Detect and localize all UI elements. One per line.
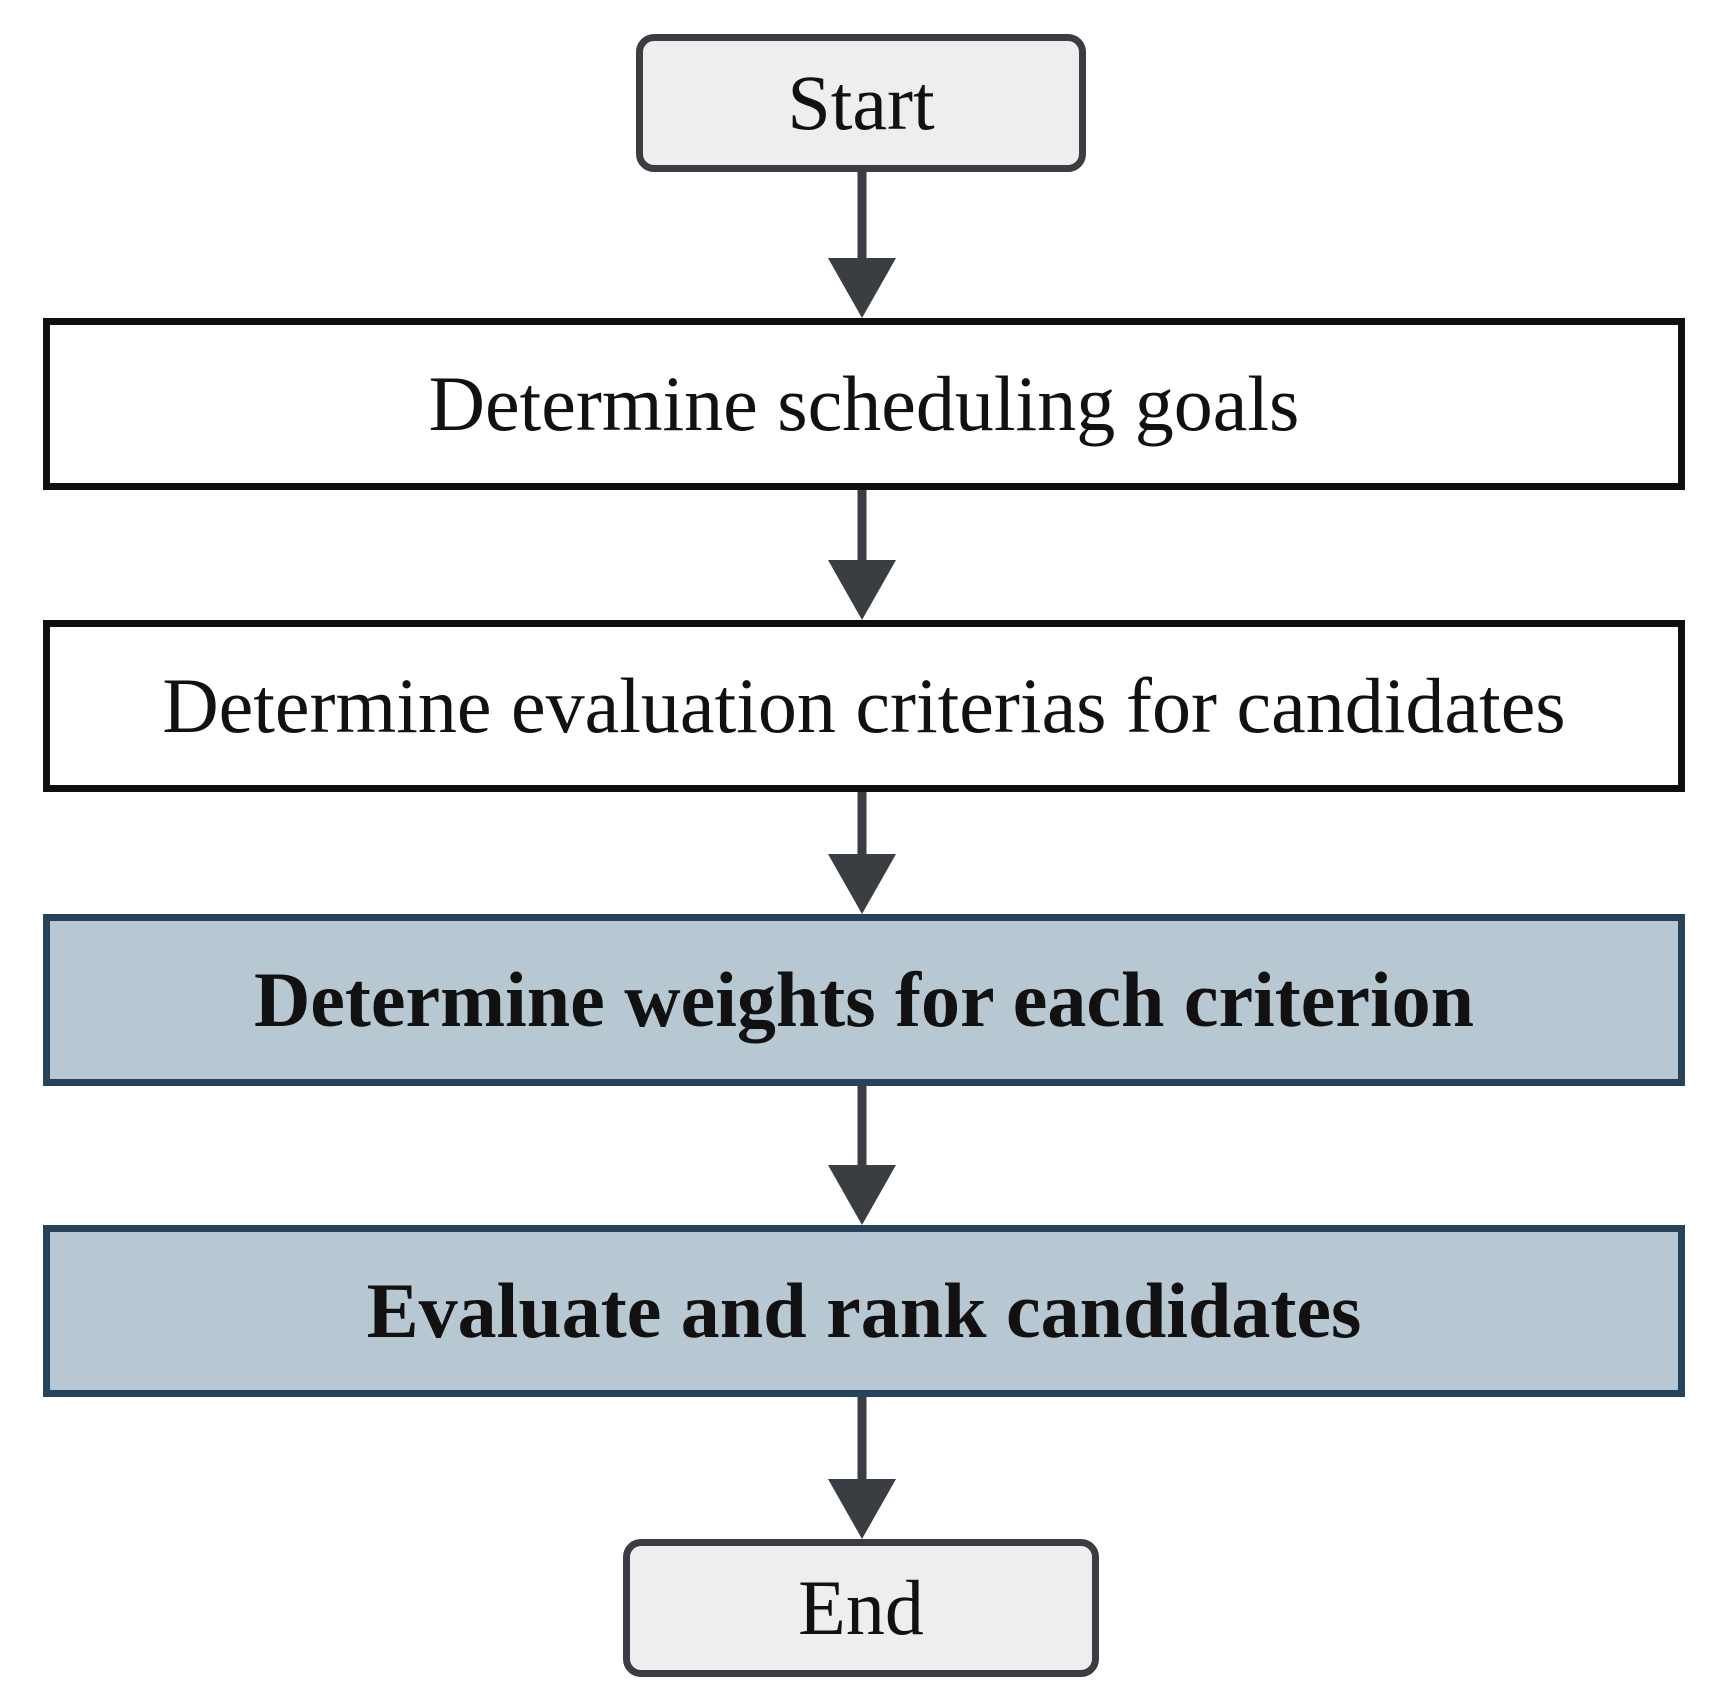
step-label: Determine scheduling goals xyxy=(428,360,1300,447)
step-label: Evaluate and rank candidates xyxy=(366,1267,1362,1354)
arrow-step-4-to-end xyxy=(828,1397,896,1539)
end-label: End xyxy=(798,1564,924,1651)
step-determine-scheduling-goals: Determine scheduling goals xyxy=(43,318,1685,490)
start-label: Start xyxy=(787,59,935,146)
arrow-start-to-step-1 xyxy=(828,172,896,318)
step-label: Determine weights for each criterion xyxy=(253,956,1475,1043)
arrow-step-3-to-step-4 xyxy=(828,1086,896,1225)
arrow-step-2-to-step-3 xyxy=(828,792,896,914)
step-determine-evaluation-criterias: Determine evaluation criterias for candi… xyxy=(43,620,1685,792)
step-evaluate-and-rank: Evaluate and rank candidates xyxy=(43,1225,1685,1397)
start-node: Start xyxy=(636,34,1086,172)
end-node: End xyxy=(623,1539,1099,1677)
step-label: Determine evaluation criterias for candi… xyxy=(162,662,1566,749)
step-determine-weights: Determine weights for each criterion xyxy=(43,914,1685,1086)
arrow-step-1-to-step-2 xyxy=(828,490,896,620)
